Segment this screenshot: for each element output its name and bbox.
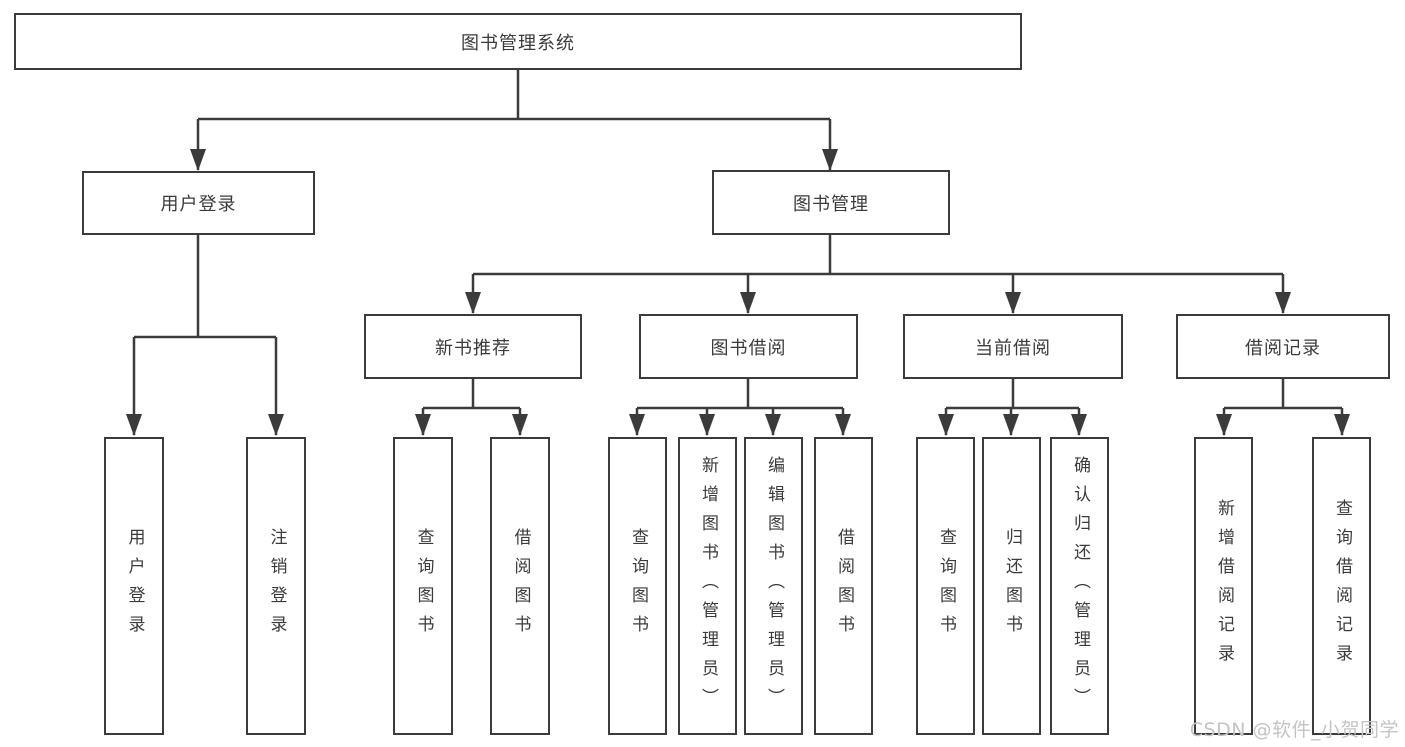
node-system-root: 图书管理系统 xyxy=(14,13,1022,70)
leaf-borrow-books-recommend: 借阅图书 xyxy=(490,437,550,735)
node-borrowing-records: 借阅记录 xyxy=(1176,314,1390,379)
leaf-return-books: 归还图书 xyxy=(982,437,1041,735)
leaf-query-books-current: 查询图书 xyxy=(916,437,975,735)
leaf-user-login: 用户登录 xyxy=(104,437,164,735)
node-current-borrowing: 当前借阅 xyxy=(903,314,1123,379)
leaf-confirm-return-admin: 确认归还（管理员） xyxy=(1050,437,1109,735)
node-new-book-recommendation: 新书推荐 xyxy=(364,314,582,379)
leaf-query-books-borrowing: 查询图书 xyxy=(608,437,667,735)
node-book-borrowing: 图书借阅 xyxy=(639,314,858,379)
leaf-query-borrowing-record: 查询借阅记录 xyxy=(1312,437,1371,735)
leaf-logout: 注销登录 xyxy=(246,437,306,735)
leaf-add-book-admin: 新增图书（管理员） xyxy=(678,437,737,735)
leaf-add-borrowing-record: 新增借阅记录 xyxy=(1194,437,1253,735)
leaf-borrow-books-borrowing: 借阅图书 xyxy=(814,437,873,735)
csdn-watermark: CSDN @软件_小贺同学 xyxy=(1189,719,1399,741)
leaf-query-books-recommend: 查询图书 xyxy=(393,437,453,735)
leaf-edit-book-admin: 编辑图书（管理员） xyxy=(744,437,803,735)
node-book-management: 图书管理 xyxy=(712,170,950,235)
node-user-login: 用户登录 xyxy=(82,171,315,235)
